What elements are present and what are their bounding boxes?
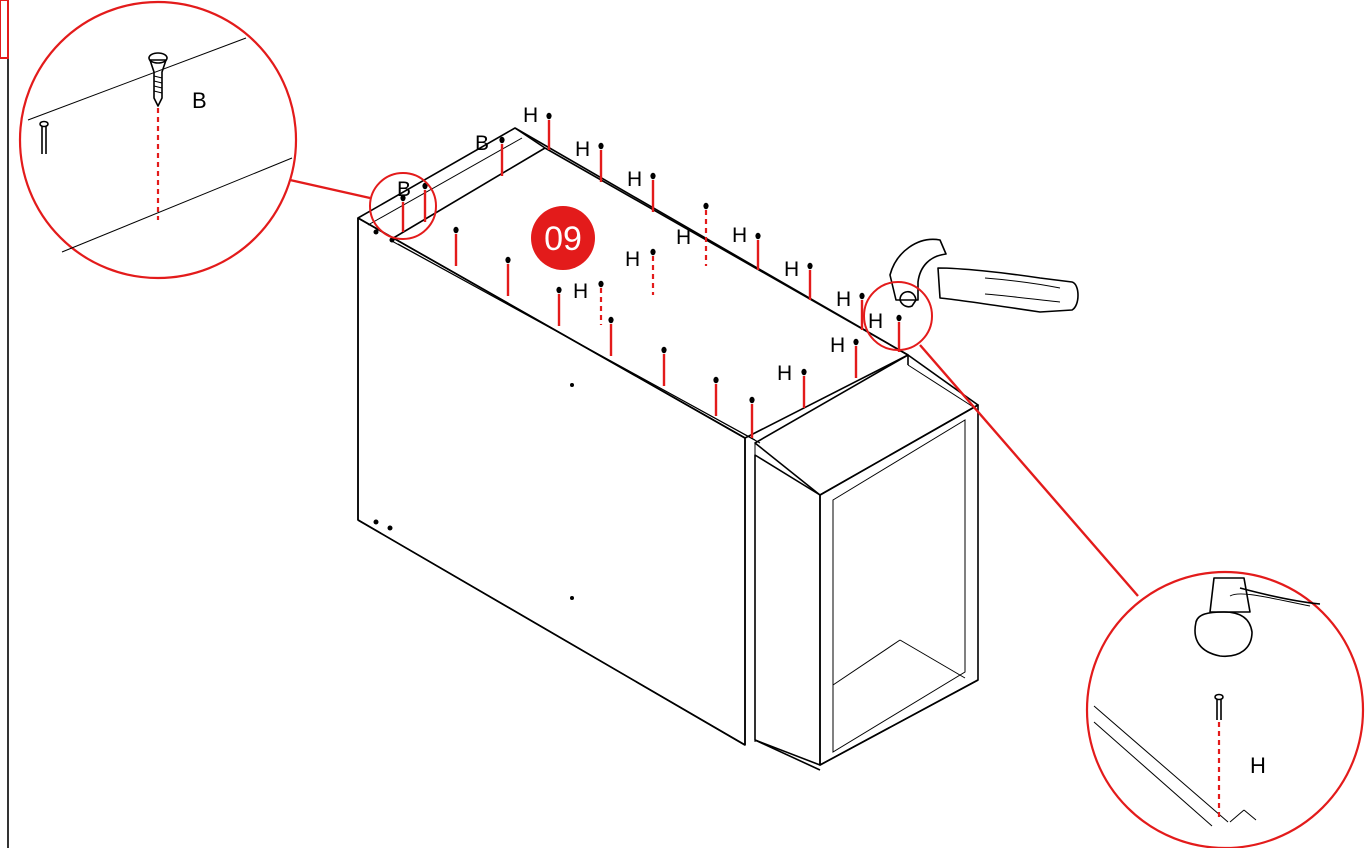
nail-icon <box>422 182 428 190</box>
step-badge: 09 <box>531 206 595 270</box>
nail-icon <box>807 262 813 270</box>
hammer-icon <box>889 238 1079 313</box>
screw-icon <box>400 194 406 202</box>
nail-label: H <box>777 362 792 385</box>
nail-icon <box>661 346 667 354</box>
cabinet-front-edge <box>754 454 821 766</box>
cabinet <box>357 127 979 771</box>
nail-icon <box>755 232 761 240</box>
nail-icon <box>39 120 49 154</box>
nail-icon <box>453 226 459 234</box>
nail-icon <box>546 112 552 120</box>
nail-icon <box>505 256 511 264</box>
nail-label: H <box>784 258 799 281</box>
screw-label: B <box>397 178 411 201</box>
nail-icon <box>598 280 604 288</box>
page-tab-marker <box>0 0 9 59</box>
nail-label: H <box>575 138 590 161</box>
nail-icon <box>598 142 604 150</box>
nail-icon <box>859 292 865 300</box>
nail-label: H <box>523 104 538 127</box>
nail-icon <box>801 368 807 376</box>
nail-icon <box>650 172 656 180</box>
nail-label: H <box>868 310 883 333</box>
cabinet-side-panel <box>357 217 746 746</box>
step-number: 09 <box>544 220 582 258</box>
nail-label: H <box>732 224 747 247</box>
detail-marker-right <box>863 281 933 351</box>
nail-label: H <box>625 248 640 271</box>
nail-icon <box>650 248 656 256</box>
nail-label: H <box>830 334 845 357</box>
detail-marker-left <box>369 172 437 240</box>
detail-zoom-nail: H <box>863 281 1365 848</box>
screw-icon <box>499 136 505 144</box>
nail-icon <box>749 396 755 404</box>
nail-icon <box>853 338 859 346</box>
nail-label: H <box>573 280 588 303</box>
zoom-screw-label: B <box>192 88 207 113</box>
nail-icon <box>896 314 902 322</box>
screw-label: B <box>475 132 489 155</box>
detail-zoom-screw: B <box>18 0 371 280</box>
nail-icon <box>608 316 614 324</box>
nail-label: H <box>836 288 851 311</box>
nail-label: H <box>627 168 642 191</box>
nail-icon <box>556 286 562 294</box>
nail-label: H <box>676 226 691 249</box>
zoom-nail-label: H <box>1250 753 1266 778</box>
screw-icon <box>148 52 168 107</box>
nail-icon <box>713 376 719 384</box>
nail-icon <box>703 202 709 210</box>
